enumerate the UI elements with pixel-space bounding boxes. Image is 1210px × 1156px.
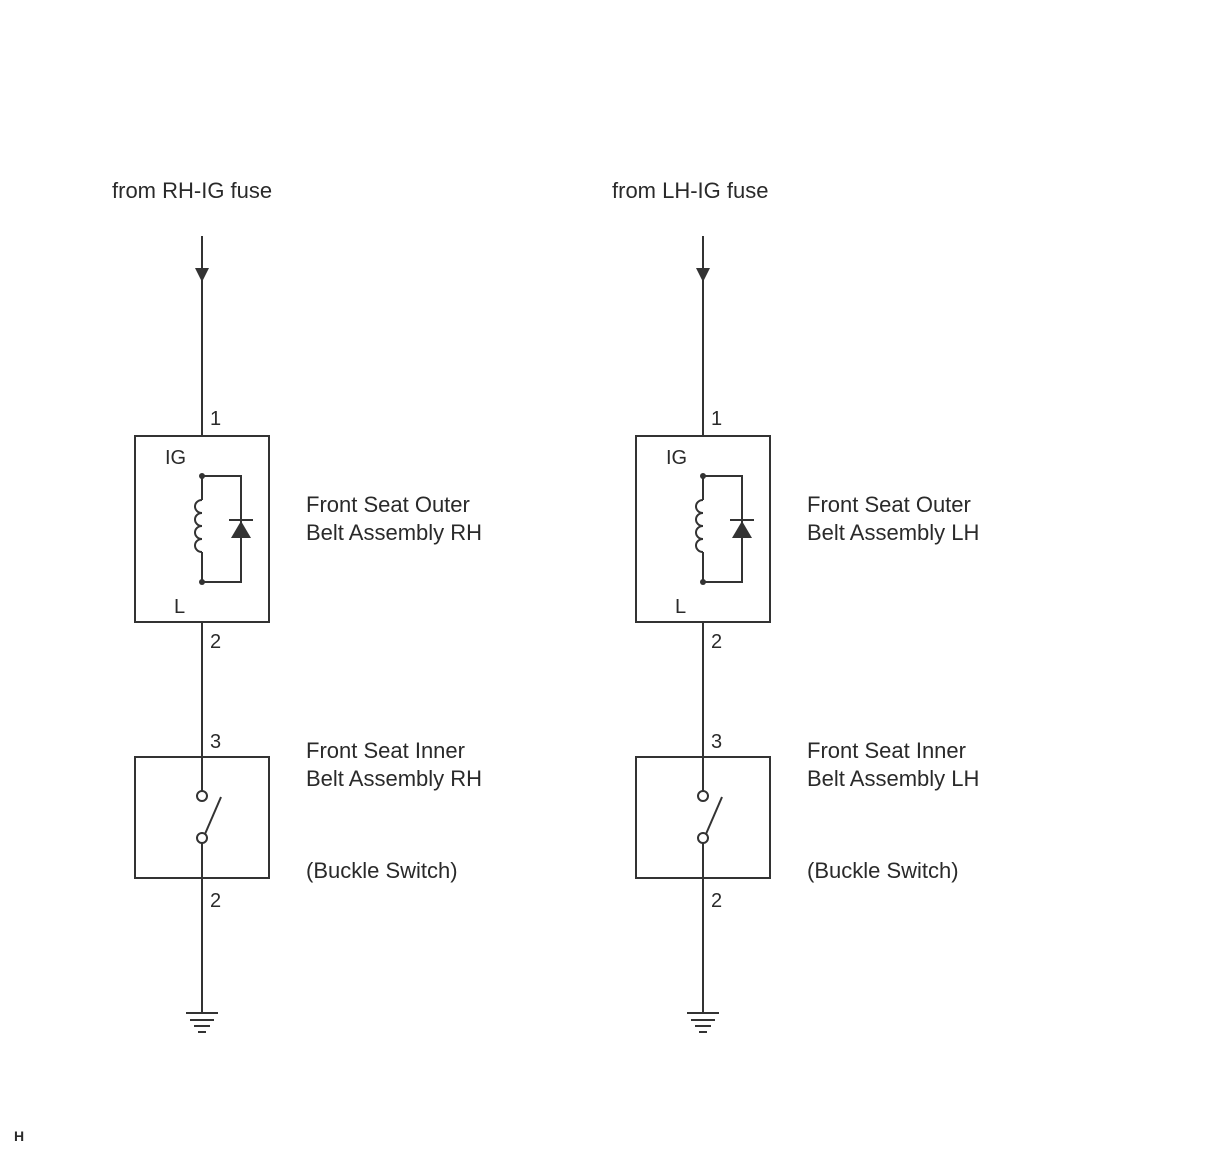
outer-belt-label-2: Belt Assembly RH: [306, 520, 482, 545]
inner-belt-label-2: Belt Assembly LH: [807, 766, 979, 791]
ground-icon: [687, 1012, 719, 1033]
relay-coil-icon: [194, 473, 205, 585]
inner-belt-label-2: Belt Assembly RH: [306, 766, 482, 791]
outer-belt-label-2: Belt Assembly LH: [807, 520, 979, 545]
buckle-switch-label: (Buckle Switch): [807, 858, 959, 883]
pin-out: 2: [711, 631, 722, 653]
source-label: from RH-IG fuse: [112, 178, 272, 203]
outer-belt-label-1: Front Seat Outer: [807, 492, 971, 517]
ground-icon: [186, 1012, 218, 1033]
arrow-down-icon: [195, 268, 209, 282]
buckle-switch-label: (Buckle Switch): [306, 858, 458, 883]
arrow-down-icon: [696, 268, 710, 282]
terminal-ig: IG: [666, 447, 687, 469]
switch-pin-in: 3: [711, 731, 722, 753]
relay-coil-icon: [695, 473, 706, 585]
source-label: from LH-IG fuse: [612, 178, 768, 203]
switch-pin-in: 3: [210, 731, 221, 753]
terminal-ig: IG: [165, 447, 186, 469]
terminal-l: L: [174, 596, 185, 618]
circuit-rh: from RH-IG fuse 1 IG L Front Seat Outer …: [112, 178, 482, 1033]
figure-code: H: [14, 1128, 24, 1144]
inner-belt-label-1: Front Seat Inner: [807, 738, 966, 763]
switch-icon: [697, 757, 723, 878]
pin-in: 1: [711, 408, 722, 430]
pin-in: 1: [210, 408, 221, 430]
diode-icon: [202, 475, 253, 583]
diode-icon: [703, 475, 754, 583]
switch-icon: [196, 757, 222, 878]
switch-pin-out: 2: [711, 890, 722, 912]
inner-belt-label-1: Front Seat Inner: [306, 738, 465, 763]
outer-belt-label-1: Front Seat Outer: [306, 492, 470, 517]
outer-belt-box: [635, 435, 771, 623]
switch-pin-out: 2: [210, 890, 221, 912]
pin-out: 2: [210, 631, 221, 653]
circuit-lh: from LH-IG fuse 1 IG L Front Seat Outer …: [612, 178, 979, 1033]
outer-belt-box: [134, 435, 270, 623]
terminal-l: L: [675, 596, 686, 618]
